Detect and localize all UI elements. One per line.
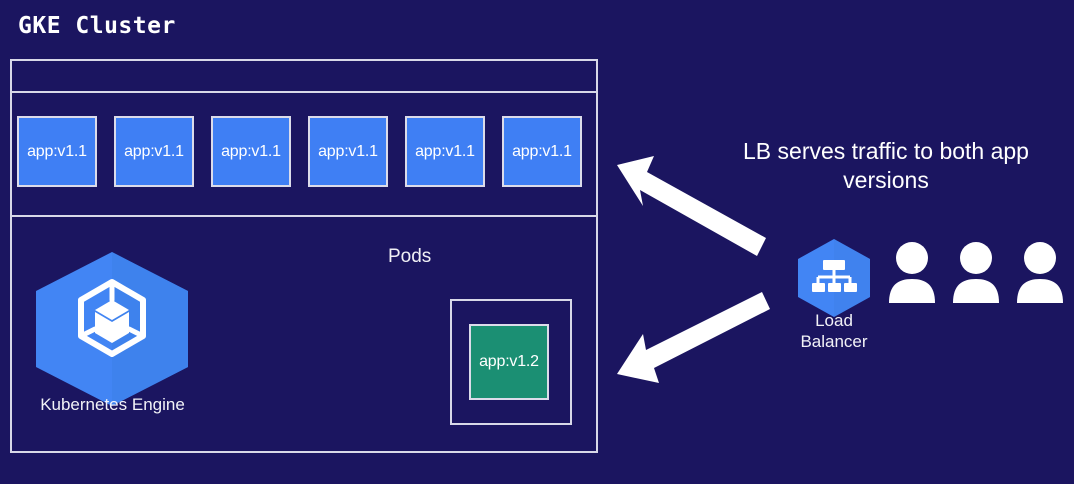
pod-v12[interactable]: app:v1.2 <box>469 324 549 400</box>
lb-note-line2: versions <box>843 167 929 193</box>
pod-label: app:v1.1 <box>221 142 281 160</box>
pod-label: app:v1.1 <box>124 142 184 160</box>
kubernetes-engine-caption: Kubernetes Engine <box>40 395 185 414</box>
user-icon <box>953 242 999 303</box>
pod-v11-5[interactable]: app:v1.1 <box>405 116 485 187</box>
pod-v11-3[interactable]: app:v1.1 <box>211 116 291 187</box>
pod-label: app:v1.1 <box>512 142 572 160</box>
pods-caption-label: Pods <box>388 246 432 267</box>
lb-note-line1: LB serves traffic to both app <box>743 138 1029 164</box>
user-group <box>888 241 1063 303</box>
pod-group-v12: app:v1.2 <box>450 299 572 425</box>
cluster-divider-top <box>12 91 596 93</box>
load-balancer-hexagon-icon <box>798 239 870 317</box>
gke-cluster-box: app:v1.1 app:v1.1 app:v1.1 app:v1.1 app:… <box>10 59 598 453</box>
page-title: GKE Cluster <box>18 13 176 39</box>
kubernetes-engine-hexagon-icon <box>36 252 188 406</box>
cluster-divider-bottom <box>12 215 596 217</box>
pod-label: app:v1.2 <box>479 353 539 370</box>
arrow-lb-to-v12 <box>617 292 770 383</box>
pod-v11-4[interactable]: app:v1.1 <box>308 116 388 187</box>
pod-row-v11: app:v1.1 app:v1.1 app:v1.1 app:v1.1 app:… <box>17 116 595 188</box>
lb-note-text: LB serves traffic to both app versions <box>716 137 1056 195</box>
pod-label: app:v1.1 <box>318 142 378 160</box>
load-balancer-caption: Load Balancer <box>778 310 890 352</box>
pod-v11-1[interactable]: app:v1.1 <box>17 116 97 187</box>
pod-label: app:v1.1 <box>27 142 87 160</box>
pod-label: app:v1.1 <box>415 142 475 160</box>
user-icon <box>1017 242 1063 303</box>
lb-caption-line1: Load <box>815 311 853 330</box>
lb-caption-line2: Balancer <box>800 332 868 351</box>
pod-v11-2[interactable]: app:v1.1 <box>114 116 194 187</box>
pod-v11-6[interactable]: app:v1.1 <box>502 116 582 187</box>
user-icon <box>889 242 935 303</box>
